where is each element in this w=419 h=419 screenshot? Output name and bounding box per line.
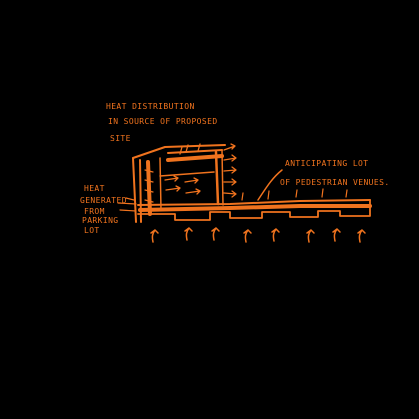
ground-heat-arrow [306, 229, 315, 243]
facade-heat-arrows [223, 143, 237, 198]
interior-heat-arrows [164, 175, 201, 195]
ground-heat-arrows [150, 227, 366, 243]
ground-heat-arrow [357, 229, 366, 243]
pedestrian-line-2: OF PEDESTRIAN VENUES. [280, 178, 390, 187]
ground-heat-arrow [332, 228, 341, 242]
building-left-wall-inner [139, 159, 142, 223]
deck-heat-band [138, 204, 372, 212]
top-slab-edge [167, 149, 223, 154]
building-right-wall [214, 150, 220, 206]
ground-heat-arrow [243, 229, 252, 243]
ground-heat-arrow [211, 227, 220, 241]
facade-arrow [223, 178, 237, 186]
heat-distribution-line-3: SITE [110, 134, 131, 143]
facade-arrow [223, 190, 237, 198]
ground-heat-arrow [184, 227, 193, 241]
building-left-wall [132, 157, 137, 223]
heat-generated-line-1: HEAT [84, 184, 105, 193]
top-heat-band [166, 154, 224, 162]
ground-deck [117, 169, 372, 221]
deck-stepped-base [137, 199, 371, 221]
building-right-wall-outer [221, 149, 224, 206]
heat-riser [146, 160, 152, 216]
annotation-heat-generated: HEAT GENERATED FROM PARKING LOT [80, 184, 127, 235]
building-section [132, 143, 226, 223]
pedestrian-leader-line [257, 169, 283, 201]
annotation-pedestrian-line: ANTICIPATING LOT OF PEDESTRIAN VENUES. [280, 159, 390, 187]
facade-arrow [223, 166, 237, 174]
ground-heat-arrow [271, 228, 280, 242]
riser-hatching [144, 169, 154, 203]
deck-top-edge [137, 199, 371, 206]
ground-heat-arrow [150, 229, 159, 243]
middle-floor-slab [159, 171, 215, 177]
inner-column [159, 157, 162, 211]
roof-vent-marks [179, 143, 201, 155]
parking-heat-source [117, 197, 137, 212]
heat-generated-line-4: PARKING [82, 216, 119, 225]
annotation-heat-distribution: HEAT DISTRIBUTION IN SOURCE OF PROPOSED … [106, 102, 218, 143]
pedestrian-line-1: ANTICIPATING LOT [285, 159, 368, 168]
building-roof [132, 144, 226, 159]
deck-heat-ticks [241, 188, 348, 201]
heat-generated-line-3: FROM [84, 207, 105, 216]
heat-distribution-line-1: HEAT DISTRIBUTION [106, 102, 195, 111]
heat-generated-line-5: LOT [84, 226, 100, 235]
heat-distribution-line-2: IN SOURCE OF PROPOSED [108, 117, 218, 126]
heat-generated-line-2: GENERATED [80, 196, 127, 205]
facade-arrow [223, 154, 237, 162]
facade-arrow [223, 143, 236, 151]
